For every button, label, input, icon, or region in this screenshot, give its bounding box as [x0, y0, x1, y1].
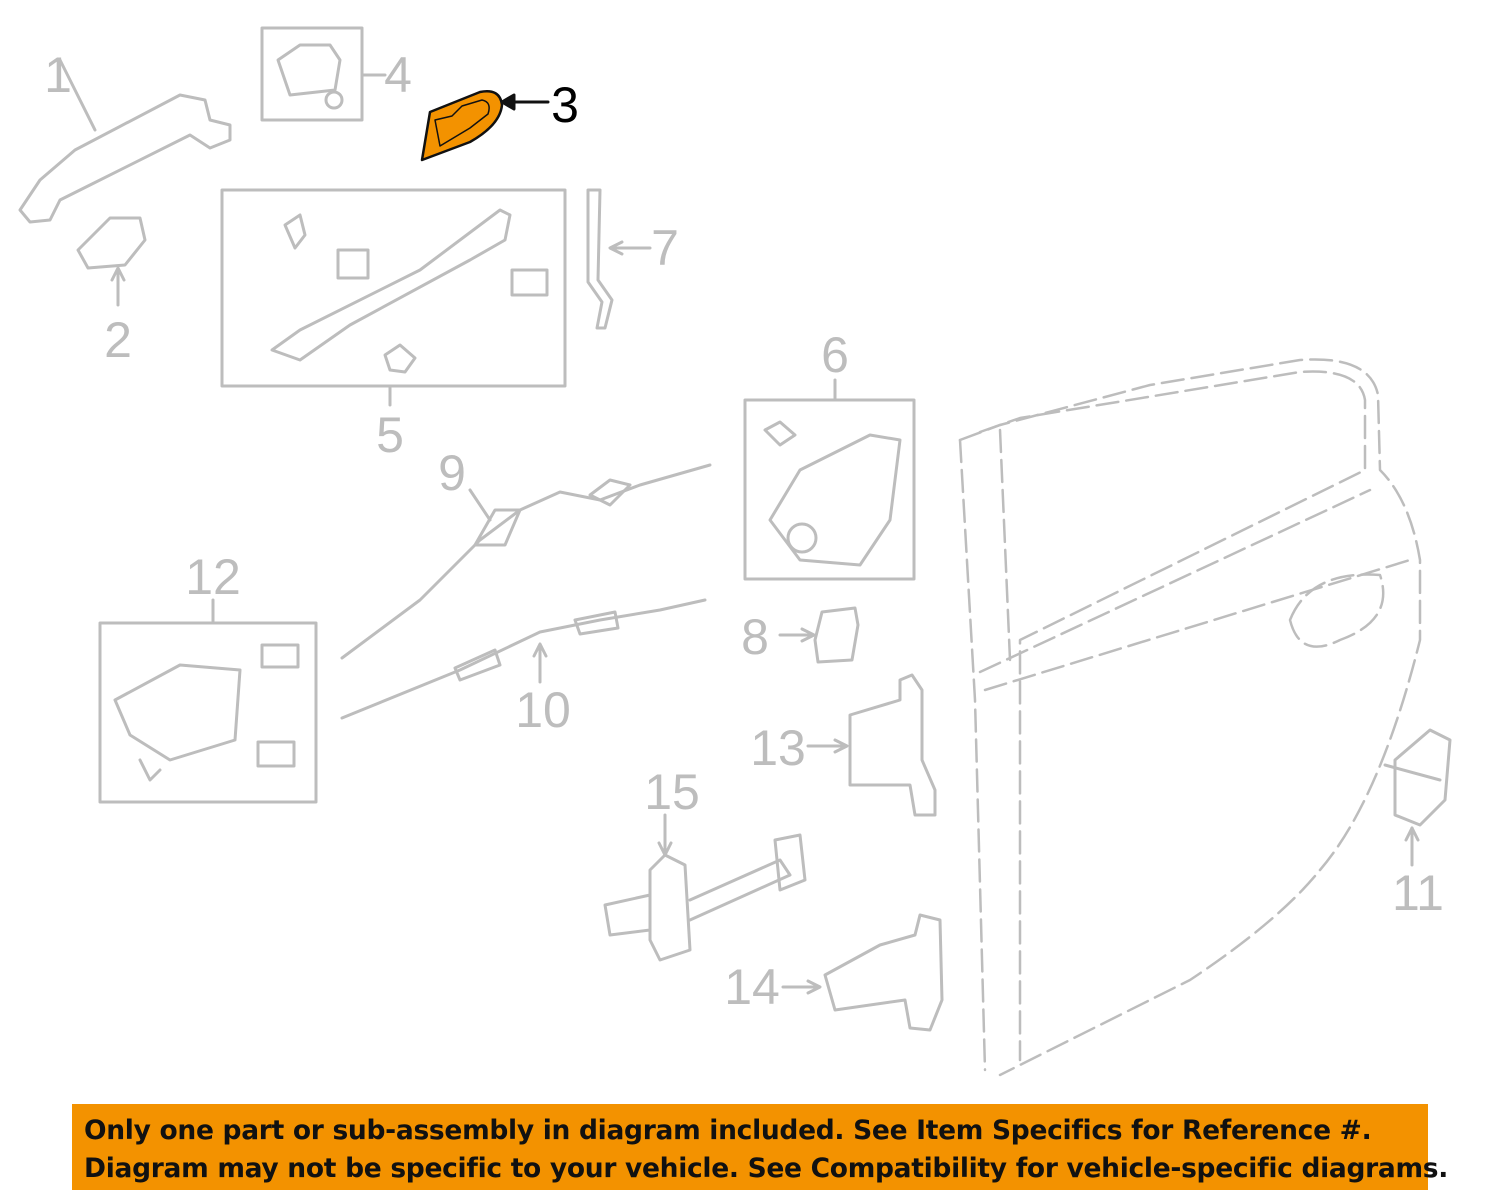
door-outline: [958, 358, 1422, 1077]
part-11-striker: [1383, 728, 1452, 867]
callout-11: 11: [1392, 865, 1444, 921]
part-5-handle-frame-box: [220, 188, 567, 407]
callout-14: 14: [724, 959, 780, 1015]
disclaimer-line-2: Diagram may not be specific to your vehi…: [84, 1153, 1449, 1184]
part-7-rod: [586, 188, 652, 330]
disclaimer-banner: Only one part or sub-assembly in diagram…: [72, 1104, 1449, 1190]
part-15-door-checker: [603, 813, 807, 962]
disclaimer-line-1: Only one part or sub-assembly in diagram…: [84, 1115, 1372, 1146]
part-4-cylinder-box: [260, 26, 387, 122]
part-14-hinge: [781, 913, 944, 1032]
part-2-handle-base: [76, 216, 147, 307]
part-9-cable: [340, 463, 712, 660]
callout-4: 4: [384, 47, 412, 103]
part-8-pad: [778, 606, 860, 664]
part-13-hinge: [806, 673, 937, 817]
callout-9: 9: [438, 445, 466, 501]
part-1-outside-handle: [18, 58, 232, 224]
part-6-latch-box: [743, 378, 916, 581]
callout-10: 10: [515, 682, 571, 738]
callout-1: 1: [44, 47, 72, 103]
part-10-cable: [340, 598, 707, 720]
callout-2: 2: [104, 312, 132, 368]
callout-7: 7: [651, 220, 679, 276]
callout-15: 15: [644, 764, 700, 820]
callout-13: 13: [750, 720, 806, 776]
part-12-inner-handle-box: [98, 598, 318, 804]
callout-3: 3: [551, 77, 579, 133]
callout-6: 6: [821, 327, 849, 383]
callout-5: 5: [376, 407, 404, 463]
part-3-gasket-highlighted: [420, 90, 550, 162]
callout-12: 12: [185, 549, 241, 605]
callout-8: 8: [741, 609, 769, 665]
